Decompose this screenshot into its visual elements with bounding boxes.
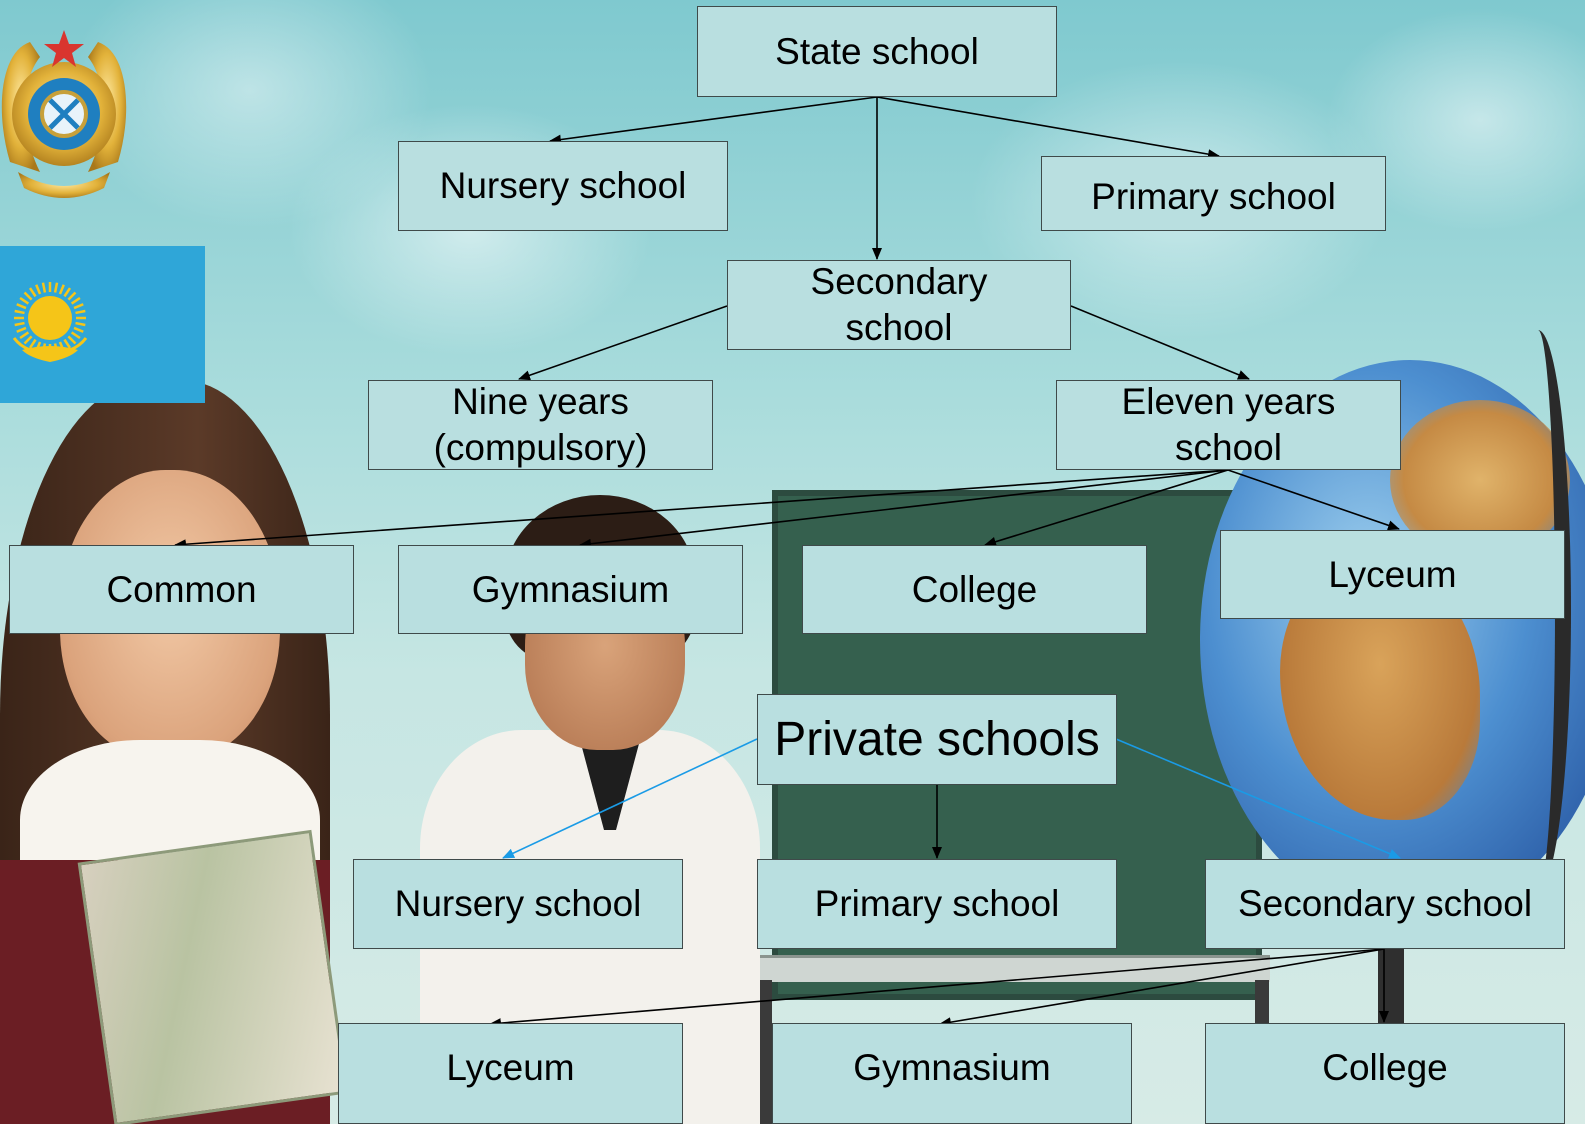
- node-nine-years[interactable]: Nine years (compulsory): [368, 380, 713, 470]
- node-label: Nursery school: [394, 883, 642, 924]
- node-label: Gymnasium: [471, 568, 670, 610]
- sun-ray: [16, 326, 27, 333]
- node-private-schools[interactable]: Private schools: [757, 694, 1117, 785]
- sun-ray: [28, 287, 37, 298]
- node-state-college[interactable]: College: [802, 545, 1147, 634]
- node-eleven-years-school[interactable]: Eleven years school: [1056, 380, 1401, 470]
- node-state-secondary-school[interactable]: Secondary school: [727, 260, 1071, 350]
- sun-ray: [67, 291, 77, 301]
- sun-ray: [58, 284, 65, 295]
- node-private-lyceum[interactable]: Lyceum: [338, 1023, 683, 1124]
- node-state-primary-school[interactable]: Primary school: [1041, 156, 1386, 231]
- node-label: State school: [775, 30, 979, 72]
- arrow-secondary-to-eleven: [1070, 305, 1250, 380]
- sun-ray: [53, 282, 59, 293]
- sun-ray: [28, 338, 37, 349]
- arrow-state-to-primary: [876, 96, 1220, 160]
- arrow-state-to-nursery: [549, 96, 878, 145]
- sun-ray: [75, 309, 86, 315]
- sun-ray: [16, 303, 27, 310]
- node-state-gymnasium[interactable]: Gymnasium: [398, 545, 743, 634]
- node-label: Nursery school: [439, 165, 687, 206]
- node-label: College: [911, 568, 1038, 610]
- node-state-nursery-school[interactable]: Nursery school: [398, 141, 728, 231]
- node-state-lyceum[interactable]: Lyceum: [1220, 530, 1565, 619]
- sun-ray: [41, 282, 47, 293]
- chalkboard-tray: [760, 955, 1270, 982]
- node-label: Gymnasium: [853, 1046, 1051, 1088]
- node-private-nursery-school[interactable]: Nursery school: [353, 859, 683, 949]
- node-private-college[interactable]: College: [1205, 1023, 1565, 1124]
- node-label: Lyceum: [446, 1046, 575, 1088]
- node-label: Common: [106, 568, 257, 610]
- node-state-school[interactable]: State school: [697, 6, 1057, 97]
- sun-ray: [14, 321, 25, 327]
- node-private-primary-school[interactable]: Primary school: [757, 859, 1117, 949]
- node-label: Lyceum: [1328, 553, 1457, 595]
- node-label: College: [1322, 1046, 1448, 1088]
- node-label: Private schools: [774, 712, 1100, 766]
- node-private-gymnasium[interactable]: Gymnasium: [772, 1023, 1132, 1124]
- sun-ray: [75, 321, 86, 327]
- sun-ray: [63, 338, 72, 349]
- sun-ray: [70, 296, 81, 305]
- chalkboard-leg-left: [758, 980, 772, 1124]
- sun-ray: [19, 296, 30, 305]
- book-image: [77, 829, 349, 1124]
- node-label: Primary school: [814, 883, 1060, 924]
- sun-ray: [73, 326, 84, 333]
- arrow-secondary-to-nine: [518, 305, 728, 381]
- node-label: Secondary school: [1237, 883, 1533, 924]
- node-label: Nine years (compulsory): [433, 381, 648, 468]
- kazakhstan-flag-icon: [0, 246, 205, 403]
- node-private-secondary-school[interactable]: Secondary school: [1205, 859, 1565, 949]
- sun-ray: [23, 291, 33, 301]
- node-label: Eleven years school: [1121, 381, 1336, 468]
- sun-ray: [19, 331, 30, 340]
- sun-ray: [63, 287, 72, 298]
- sun-ray: [73, 303, 84, 310]
- sun-ray: [70, 331, 81, 340]
- sun-ray: [67, 335, 77, 345]
- sun-ray: [14, 309, 25, 315]
- sun-ray: [35, 284, 42, 295]
- node-label: Primary school: [1091, 175, 1336, 217]
- kazakhstan-emblem-icon: [1, 30, 127, 198]
- node-label: Secondary school: [810, 261, 988, 348]
- sun-ray: [23, 335, 33, 345]
- node-state-common[interactable]: Common: [9, 545, 354, 634]
